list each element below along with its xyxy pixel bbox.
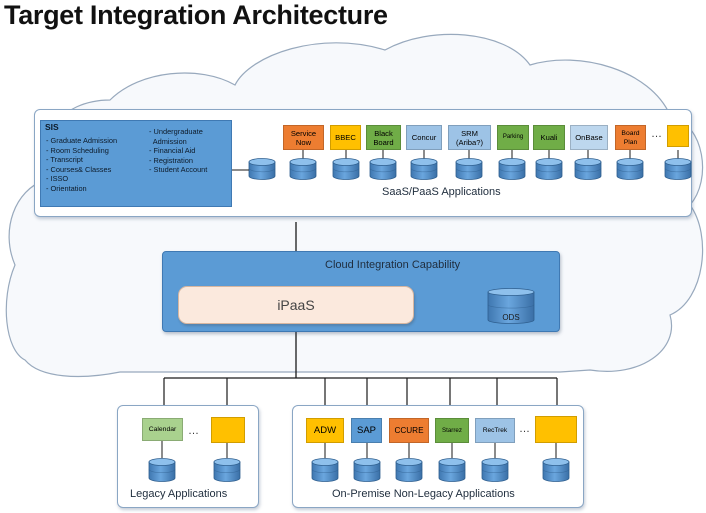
sis-left-list: - Graduate Admission - Room Scheduling -… [46, 136, 117, 194]
cloud-integration-label: Cloud Integration Capability [325, 259, 461, 271]
sis-item: - ISSO [46, 174, 69, 184]
app-adw: ADW [306, 418, 344, 443]
sis-right-list: - Undergraduate Admission - Financial Ai… [149, 127, 207, 175]
app-service-now: Service Now [283, 125, 324, 150]
app-ccure: CCURE [389, 418, 429, 443]
onprem-app-placeholder [535, 416, 577, 443]
sis-item: - Room Scheduling [46, 145, 109, 155]
page-title: Target Integration Architecture [4, 0, 388, 30]
legacy-label: Legacy Applications [130, 488, 228, 500]
sis-item: - Graduate Admission [46, 136, 118, 145]
sis-item: - Undergraduate [149, 127, 203, 136]
sis-item: - Financial Aid [149, 146, 196, 156]
app-starrez: Starrez [435, 418, 469, 443]
app-bbec: BBEC [330, 125, 361, 150]
app-rectrek: RecTrek [475, 418, 515, 443]
app-onbase: OnBase [570, 125, 608, 150]
app-calendar: Calendar [142, 418, 183, 441]
sis-item: Admission [149, 136, 187, 146]
app-blackboard: Black Board [366, 125, 401, 150]
sis-title: SIS [45, 122, 59, 132]
legacy-ellipsis: … [188, 425, 199, 437]
app-srm-ariba: SRM (Ariba?) [448, 125, 491, 150]
saas-ellipsis: … [651, 128, 662, 140]
sis-item: - Orientation [46, 183, 87, 193]
app-placeholder [667, 125, 689, 147]
ipaas-box: iPaaS [178, 286, 414, 324]
sis-item: - Transcript [46, 155, 83, 165]
sis-box: SIS - Graduate Admission - Room Scheduli… [40, 120, 232, 207]
sis-item: - Courses& Classes [46, 164, 112, 174]
app-board-plan: Board Plan [615, 125, 646, 150]
app-kuali: Kuali [533, 125, 565, 150]
app-concur: Concur [406, 125, 442, 150]
legacy-app-placeholder [211, 417, 245, 443]
saas-paas-label: SaaS/PaaS Applications [382, 186, 501, 198]
app-sap: SAP [351, 418, 382, 443]
app-parking: Parking [497, 125, 529, 150]
sis-item: - Student Account [149, 165, 208, 175]
sis-item: - Registration [149, 155, 193, 165]
onprem-ellipsis: … [519, 423, 530, 435]
onprem-label: On-Premise Non-Legacy Applications [332, 488, 515, 500]
